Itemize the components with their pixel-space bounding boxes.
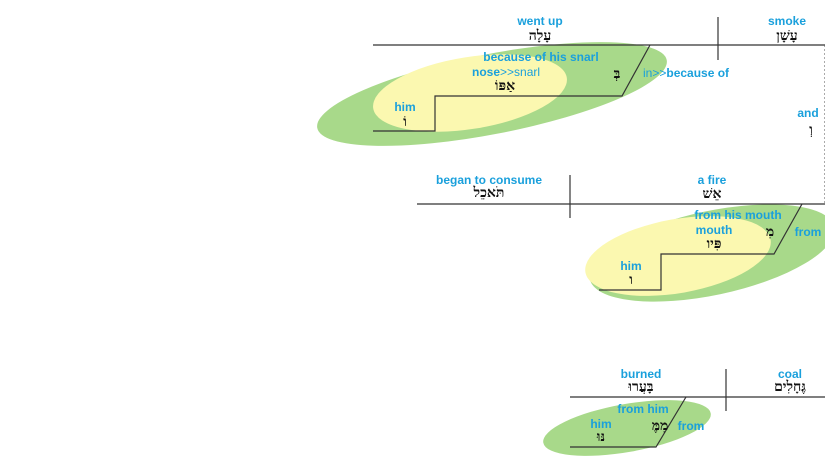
prep-gloss: from (678, 419, 705, 433)
verb-hebrew: תֹּאכֵל (473, 185, 505, 201)
subject-gloss: a fire (698, 173, 727, 187)
subject-gloss: smoke (768, 14, 806, 28)
prep-gloss-b: because of (666, 66, 730, 80)
phrase-gloss: because of his snarl (483, 50, 598, 64)
clause-2: began to consume תֹּאכֵל a fire אֵשׁ fro… (417, 173, 825, 302)
prep-hebrew: מִ (766, 224, 774, 240)
clause-1: went up עָלָה smoke עָשָׁן because of hi… (317, 14, 825, 204)
subject-hebrew: עָשָׁן (776, 28, 797, 44)
noun-gloss-b: >>snarl (500, 65, 540, 79)
conj-gloss: and (797, 106, 818, 120)
verb-hebrew: עָלָה (529, 28, 552, 44)
suffix-gloss: him (620, 259, 641, 273)
prep-hebrew: מִמֶּ (652, 418, 669, 434)
phrase-highlight-inner (373, 54, 567, 132)
suffix-gloss: him (590, 417, 611, 431)
suffix-hebrew: וֹ (403, 114, 407, 130)
noun-hebrew: אַפּוֹ (495, 78, 515, 94)
phrase-gloss: from his mouth (694, 208, 781, 222)
clause-3: burned בָּעֲרוּ coal גֶּחָלִים from him … (543, 367, 825, 456)
subject-hebrew: גֶּחָלִים (774, 379, 806, 395)
modifier-line (373, 44, 651, 132)
noun-gloss: mouth (696, 223, 733, 237)
verb-gloss: began to consume (436, 173, 542, 187)
conj-hebrew: וְ (809, 122, 813, 138)
prep-hebrew: בְּ (614, 66, 621, 82)
suffix-hebrew: נּוּ (596, 429, 605, 445)
suffix-hebrew: ו (629, 272, 633, 288)
verb-gloss: burned (621, 367, 662, 381)
verb-hebrew: בָּעֲרוּ (627, 379, 653, 395)
modifier-line (599, 203, 803, 291)
modifier-line (570, 396, 687, 448)
prep-gloss-a: in>> (643, 66, 666, 80)
noun-gloss-a: nose (472, 65, 500, 79)
verb-gloss: went up (516, 14, 562, 28)
subject-gloss: coal (778, 367, 802, 381)
suffix-gloss: him (394, 100, 415, 114)
phrase-gloss: from him (617, 402, 668, 416)
noun-gloss: nose>>snarl (472, 65, 540, 79)
prep-gloss: in>>because of (643, 66, 730, 80)
phrase-highlight-outer (543, 400, 711, 456)
noun-hebrew: פִּיו (707, 236, 722, 252)
subject-hebrew: אֵשׁ (703, 186, 722, 202)
prep-gloss: from (795, 225, 822, 239)
phrase-highlight-inner (585, 216, 771, 296)
